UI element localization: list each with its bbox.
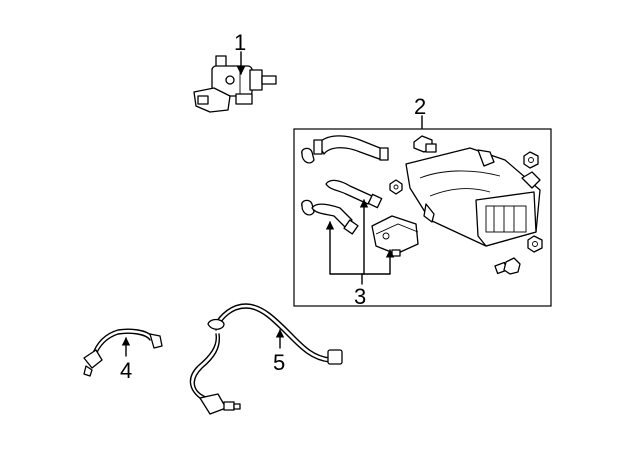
vapor-hose-upper[interactable] <box>313 135 389 161</box>
vacuum-valve-part[interactable] <box>193 55 277 113</box>
canister-bolt-bottom[interactable] <box>494 257 521 275</box>
canister-bolt-top[interactable] <box>413 135 437 153</box>
small-screw[interactable] <box>389 179 403 195</box>
sensor-harness-long[interactable] <box>189 303 343 415</box>
callout-3: 3 <box>354 284 366 309</box>
callout-4: 4 <box>120 358 132 383</box>
leader-lines <box>121 51 423 357</box>
vapor-valve-block[interactable] <box>371 215 419 257</box>
callout-2: 2 <box>414 94 426 119</box>
callout-1: 1 <box>234 30 246 55</box>
callout-5: 5 <box>273 350 285 375</box>
hose-clamp-upper[interactable] <box>301 147 315 164</box>
canister-nut-lower[interactable] <box>527 235 543 253</box>
canister-group-box <box>293 128 552 307</box>
vapor-hose-lower[interactable] <box>311 203 359 235</box>
sensor-harness-small[interactable] <box>83 328 163 377</box>
vapor-hose-middle[interactable] <box>325 179 383 209</box>
canister-nut-right[interactable] <box>523 151 539 169</box>
charcoal-canister-part[interactable] <box>405 147 541 247</box>
